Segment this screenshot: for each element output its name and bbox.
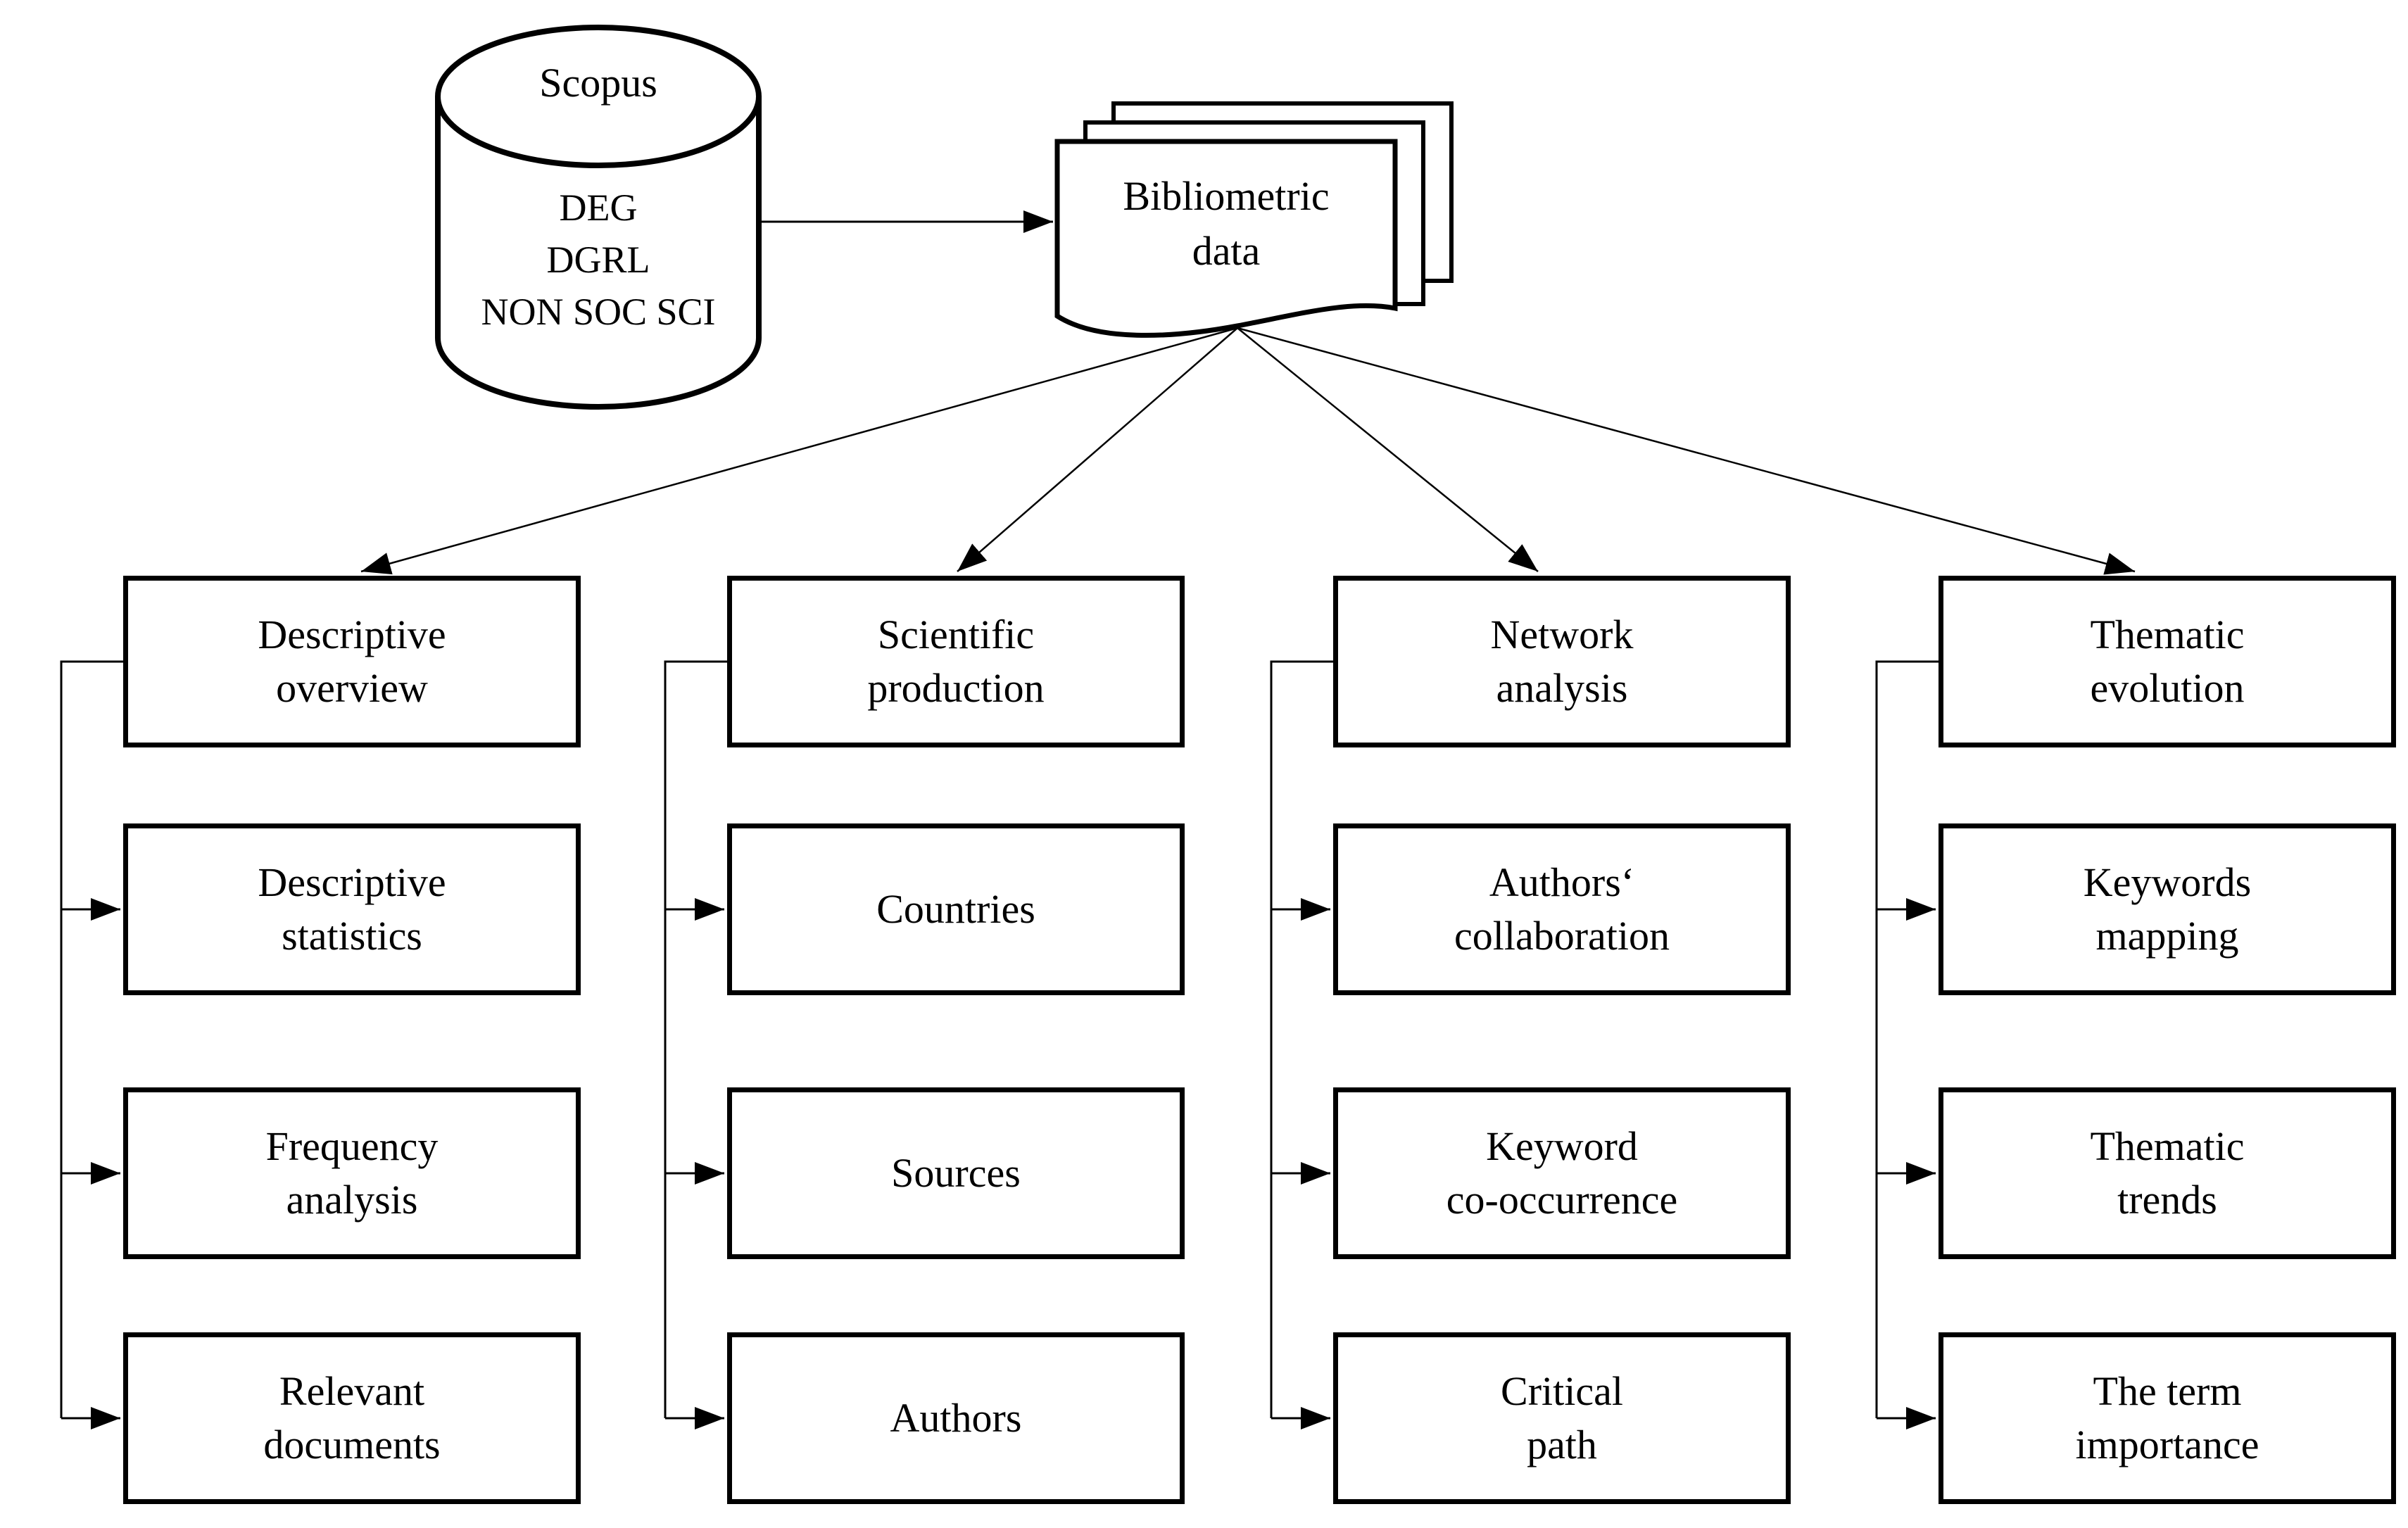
box-label-line: Countries: [876, 886, 1035, 932]
cylinder-body: [435, 96, 762, 410]
box-label-line: analysis: [286, 1177, 418, 1223]
box-descriptive-overview: Descriptive overview: [123, 576, 581, 747]
box-label-line: statistics: [282, 913, 422, 959]
box-label-line: Keyword: [1486, 1123, 1638, 1169]
box-label-line: trends: [2117, 1177, 2217, 1223]
cylinder-top-ellipse: [435, 25, 762, 168]
box-label-line: documents: [263, 1422, 441, 1467]
connector-column-1: [60, 660, 123, 1429]
box-thematic-trends: Thematic trends: [1939, 1087, 2396, 1259]
scopus-cylinder-shape: [435, 25, 762, 410]
box-countries: Countries: [727, 823, 1185, 995]
box-label-line: The term: [2093, 1368, 2242, 1414]
arrow-data-to-descriptive-overview: [360, 327, 1238, 575]
box-authors: Authors: [727, 1332, 1185, 1504]
scopus-source-item: DGRL: [546, 239, 650, 281]
bibliometric-data-line: Bibliometric: [1123, 173, 1330, 219]
connector-spine: [1270, 660, 1333, 1418]
box-label-line: path: [1527, 1422, 1597, 1467]
box-label-line: mapping: [2095, 913, 2239, 959]
box-label-line: collaboration: [1454, 913, 1670, 959]
scopus-source-item: NON SOC SCI: [481, 291, 716, 333]
box-label-line: co-occurrence: [1446, 1177, 1678, 1223]
arrow-data-to-thematic-evolution: [1237, 327, 2136, 575]
box-scientific-production: Scientific production: [727, 576, 1185, 747]
box-label-line: Scientific: [877, 612, 1035, 657]
box-label-line: evolution: [2090, 665, 2245, 711]
scopus-label: Scopus: [539, 60, 657, 106]
box-label-line: Authors‘: [1489, 859, 1635, 905]
box-label-line: analysis: [1496, 665, 1628, 711]
box-relevant-documents: Relevant documents: [123, 1332, 581, 1504]
box-term-importance: The term importance: [1939, 1332, 2396, 1504]
box-label-line: overview: [276, 665, 428, 711]
box-keywords-mapping: Keywords mapping: [1939, 823, 2396, 995]
box-label-line: Thematic: [2090, 612, 2245, 657]
connector-spine: [664, 660, 727, 1418]
box-sources: Sources: [727, 1087, 1185, 1259]
connector-column-4: [1875, 660, 1939, 1429]
box-critical-path: Critical path: [1333, 1332, 1791, 1504]
connector-column-3: [1270, 660, 1333, 1429]
arrow-data-to-scientific-production: [957, 327, 1238, 572]
arrow-data-to-network-analysis: [1237, 327, 1539, 572]
box-label-line: Relevant: [279, 1368, 425, 1414]
box-label-line: Authors: [890, 1395, 1022, 1441]
document-stack-shape: [1054, 101, 1454, 338]
box-label-line: production: [867, 665, 1045, 711]
document-page-front: [1054, 139, 1398, 338]
fan-arrows: [360, 327, 2136, 575]
scopus-source-list: DEG DGRL NON SOC SCI: [422, 182, 774, 338]
box-thematic-evolution: Thematic evolution: [1939, 576, 2396, 747]
box-authors-collaboration: Authors‘ collaboration: [1333, 823, 1791, 995]
box-label-line: Frequency: [265, 1123, 439, 1169]
box-descriptive-statistics: Descriptive statistics: [123, 823, 581, 995]
box-frequency-analysis: Frequency analysis: [123, 1087, 581, 1259]
box-label-line: Thematic: [2090, 1123, 2245, 1169]
box-label-line: importance: [2075, 1422, 2259, 1467]
box-label-line: Sources: [891, 1150, 1021, 1196]
connector-spine: [1875, 660, 1939, 1418]
box-label-line: Network: [1490, 612, 1634, 657]
box-keyword-co-occurrence: Keyword co-occurrence: [1333, 1087, 1791, 1259]
box-label-line: Descriptive: [258, 859, 446, 905]
bibliometric-data-label: Bibliometric data: [1057, 169, 1395, 279]
bibliometric-data-line: data: [1192, 228, 1261, 274]
connector-column-2: [664, 660, 727, 1429]
box-label-line: Descriptive: [258, 612, 446, 657]
box-network-analysis: Network analysis: [1333, 576, 1791, 747]
box-label-line: Critical: [1501, 1368, 1623, 1414]
connector-spine: [60, 660, 123, 1418]
scopus-source-item: DEG: [559, 187, 638, 229]
box-label-line: Keywords: [2083, 859, 2252, 905]
